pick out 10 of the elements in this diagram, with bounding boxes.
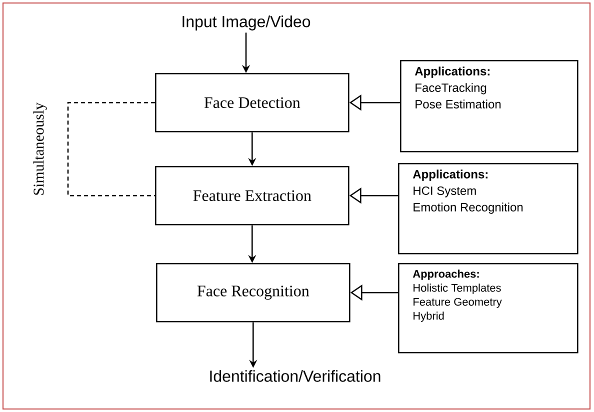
edge-label: Simultaneously xyxy=(33,102,47,195)
info-box: Applications: FaceTracking Pose Estimation xyxy=(400,60,578,152)
heading-text: Identification/Verification xyxy=(210,370,380,382)
process-box: Feature Extraction xyxy=(155,166,350,226)
info-box: Applications: HCI System Emotion Recognition xyxy=(398,162,578,254)
process-box: Face Detection xyxy=(155,73,350,132)
process-box: Face Recognition xyxy=(156,263,350,322)
info-box: Approaches: Holistic Templates Feature Geometry Hybrid xyxy=(398,263,578,354)
connector-line xyxy=(67,102,155,196)
heading-text: Input Image/Video xyxy=(182,16,310,30)
